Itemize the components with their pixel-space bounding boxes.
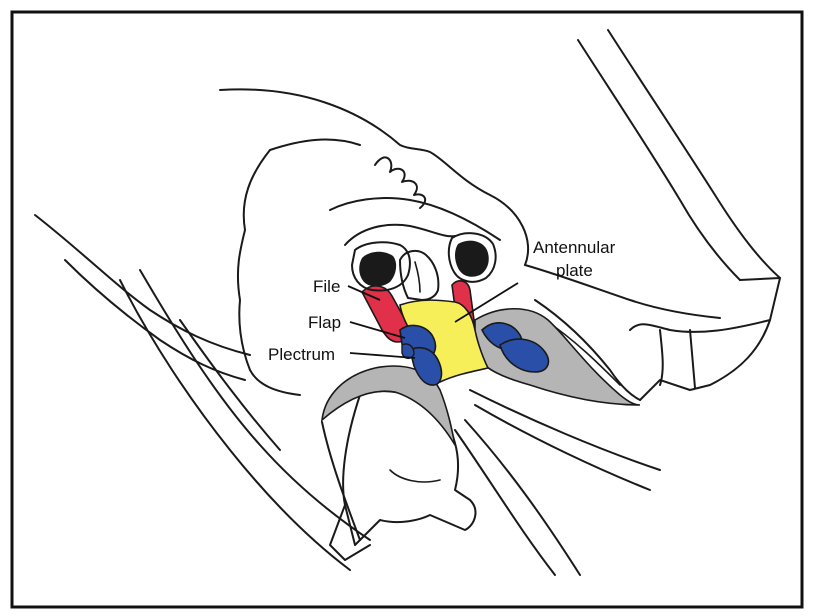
- label-plate: plate: [556, 261, 593, 280]
- socket-left: [359, 252, 396, 287]
- label-file: File: [313, 277, 340, 296]
- label-antennular: Antennular: [533, 238, 616, 257]
- label-flap: Flap: [308, 313, 341, 332]
- label-plectrum: Plectrum: [268, 345, 335, 364]
